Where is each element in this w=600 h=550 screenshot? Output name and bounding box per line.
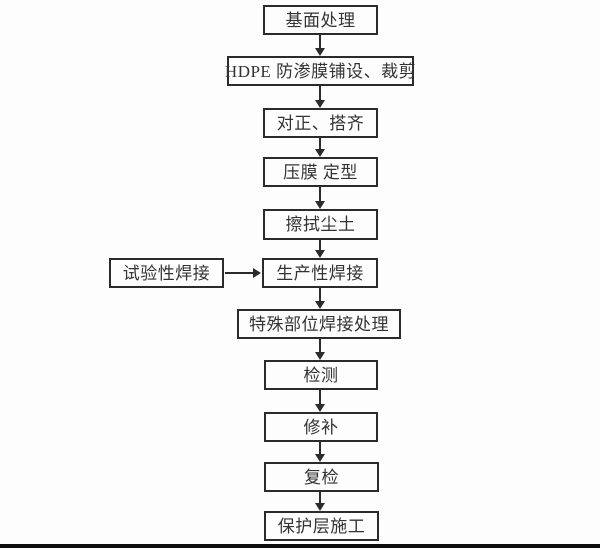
right-arrow-connector [225, 268, 261, 278]
node-protective-layer-construction: 保护层施工 [264, 511, 379, 541]
node-press-film-shaping: 压膜 定型 [263, 157, 378, 187]
bottom-border-line [0, 544, 600, 548]
arrow-down-icon [315, 48, 325, 56]
node-base-surface-treatment: 基面处理 [263, 5, 378, 35]
down-arrow-connector-6 [315, 288, 325, 309]
arrow-stem [319, 441, 321, 455]
down-arrow-connector-2 [315, 86, 325, 108]
arrow-down-icon [315, 301, 325, 309]
node-repair: 修补 [264, 412, 378, 442]
arrow-stem [319, 187, 321, 202]
arrow-down-icon [315, 503, 325, 511]
node-align-overlap: 对正、搭齐 [263, 108, 378, 138]
arrow-stem [319, 492, 321, 504]
down-arrow-connector-4 [315, 187, 325, 209]
arrow-stem [319, 339, 321, 353]
node-wipe-dust: 擦拭尘土 [263, 209, 378, 240]
arrow-right-icon [253, 268, 261, 278]
down-arrow-connector-3 [315, 138, 325, 157]
node-hdpe-membrane-laying-cutting: HDPE 防渗膜铺设、裁剪 [225, 56, 416, 86]
arrow-stem [319, 138, 321, 150]
arrow-stem [319, 86, 321, 101]
arrow-down-icon [315, 149, 325, 157]
node-recheck: 复检 [264, 462, 379, 492]
down-arrow-connector-5 [315, 240, 325, 258]
node-production-welding: 生产性焊接 [262, 258, 378, 288]
arrow-stem [319, 35, 321, 49]
arrow-down-icon [315, 454, 325, 462]
node-special-part-weld-treatment: 特殊部位焊接处理 [237, 309, 401, 339]
down-arrow-connector-9 [315, 441, 325, 462]
down-arrow-connector-1 [315, 35, 325, 56]
arrow-stem [319, 240, 321, 251]
node-inspection: 检测 [264, 360, 378, 390]
arrow-stem [319, 390, 321, 405]
arrow-down-icon [315, 100, 325, 108]
down-arrow-connector-7 [315, 339, 325, 360]
arrow-stem [225, 272, 254, 274]
arrow-stem [319, 288, 321, 302]
arrow-down-icon [315, 201, 325, 209]
arrow-down-icon [315, 352, 325, 360]
down-arrow-connector-10 [315, 492, 325, 511]
node-trial-welding: 试验性焊接 [109, 258, 224, 288]
arrow-down-icon [315, 250, 325, 258]
down-arrow-connector-8 [315, 390, 325, 412]
arrow-down-icon [315, 404, 325, 412]
